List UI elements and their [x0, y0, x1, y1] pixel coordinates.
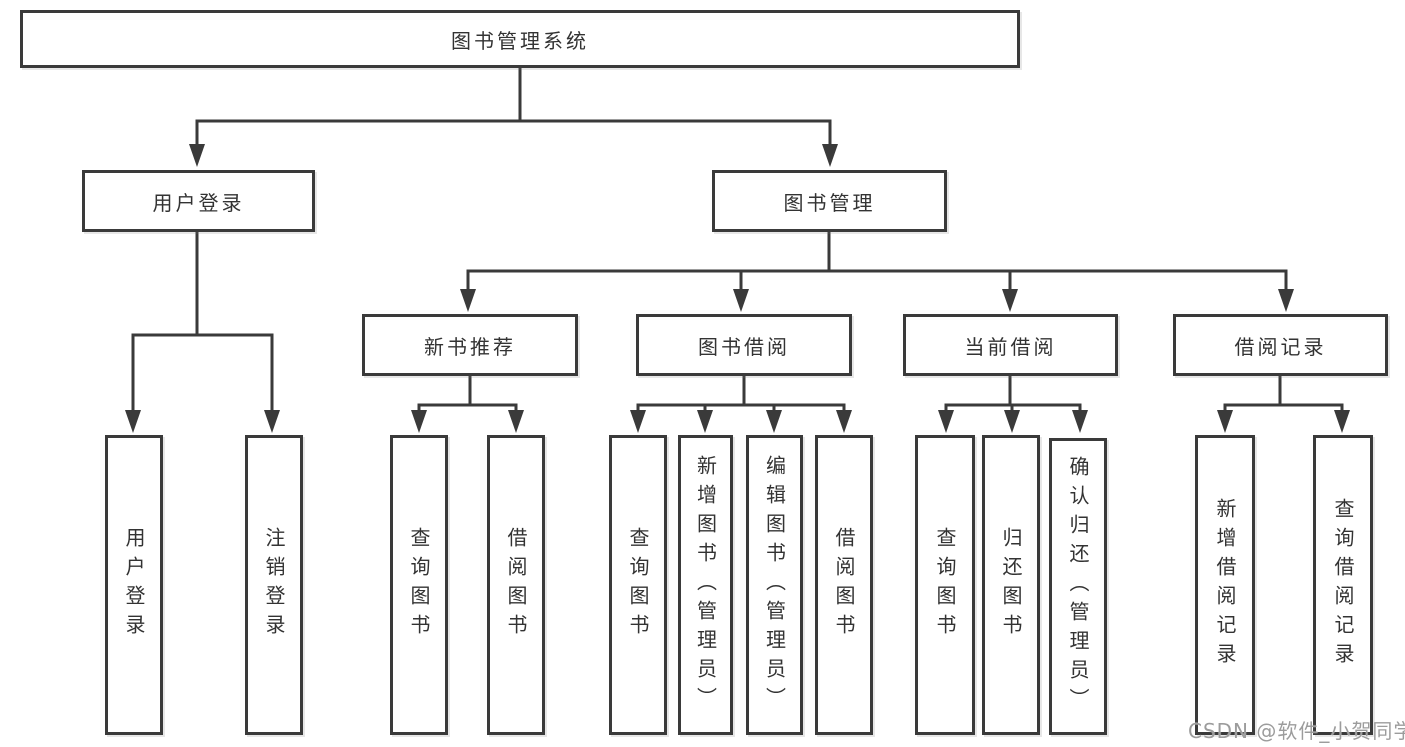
node-book-management: 图书管理 — [712, 170, 947, 232]
leaf-return-books: 归还图书 — [982, 435, 1040, 735]
node-label: 用户登录 — [152, 190, 245, 215]
leaf-query-books-borrow: 查询图书 — [609, 435, 667, 735]
leaf-add-borrow-record: 新增借阅记录 — [1195, 435, 1255, 735]
arrow-down — [1278, 289, 1294, 312]
node-label: 当前借阅 — [964, 334, 1057, 359]
arrow-down — [630, 410, 646, 433]
leaf-confirm-return-admin: 确认归还（管理员） — [1049, 438, 1107, 735]
node-label: 图书管理系统 — [451, 28, 589, 53]
leaf-add-books-admin: 新增图书（管理员） — [678, 435, 733, 735]
node-book-borrowing: 图书借阅 — [636, 314, 852, 376]
arrow-down — [264, 410, 280, 433]
arrow-down — [836, 410, 852, 433]
arrow-down — [822, 144, 838, 167]
node-label: 图书借阅 — [698, 334, 790, 359]
node-label: 编辑图书（管理员） — [762, 454, 787, 716]
connector-records-to-leaves — [1223, 376, 1344, 418]
leaf-edit-books-admin: 编辑图书（管理员） — [746, 435, 803, 735]
node-new-book-recommendation: 新书推荐 — [362, 314, 578, 376]
connector-newbooks-to-leaves — [417, 376, 518, 418]
node-label: 用户登录 — [122, 527, 146, 643]
arrow-down — [1002, 289, 1018, 312]
arrow-down — [189, 144, 205, 167]
arrow-down — [938, 410, 954, 433]
node-label: 归还图书 — [999, 527, 1023, 643]
node-borrowing-records: 借阅记录 — [1173, 314, 1388, 376]
connector-root-to-level2 — [195, 67, 832, 149]
node-label: 新增借阅记录 — [1213, 498, 1237, 672]
node-label: 查询图书 — [626, 527, 650, 643]
leaf-logout: 注销登录 — [245, 435, 303, 735]
arrow-down — [1072, 410, 1088, 433]
leaf-borrow-books-recommend: 借阅图书 — [487, 435, 545, 735]
node-label: 注销登录 — [262, 527, 286, 643]
leaf-query-books-recommend: 查询图书 — [390, 435, 448, 735]
node-label: 借阅记录 — [1234, 334, 1327, 359]
arrow-down — [460, 289, 476, 312]
node-label: 查询图书 — [407, 527, 431, 643]
arrow-down — [508, 410, 524, 433]
node-user-login: 用户登录 — [82, 170, 315, 232]
node-label: 新增图书（管理员） — [693, 454, 718, 716]
arrow-down — [1217, 410, 1233, 433]
leaf-query-books-current: 查询图书 — [915, 435, 975, 735]
leaf-query-borrow-record: 查询借阅记录 — [1313, 435, 1373, 735]
node-label: 查询借阅记录 — [1331, 498, 1355, 672]
node-label: 确认归还（管理员） — [1066, 456, 1090, 717]
node-current-borrowing: 当前借阅 — [903, 314, 1118, 376]
arrow-down — [733, 289, 749, 312]
csdn-watermark: CSDN @软件_小贺同学 — [1188, 719, 1405, 743]
connector-userlogin-to-leaves — [131, 232, 274, 418]
connector-borrow-to-leaves — [636, 376, 846, 418]
connector-bookmgmt-to-level3 — [466, 232, 1288, 294]
node-label: 查询图书 — [933, 527, 957, 643]
arrow-down — [766, 410, 782, 433]
node-label: 借阅图书 — [832, 527, 856, 643]
node-library-management-system: 图书管理系统 — [20, 10, 1020, 68]
arrow-down — [697, 410, 713, 433]
node-label: 借阅图书 — [504, 527, 528, 643]
arrow-down — [125, 410, 141, 433]
node-label: 图书管理 — [783, 190, 876, 215]
arrow-down — [411, 410, 427, 433]
node-label: 新书推荐 — [424, 334, 516, 359]
leaf-borrow-books: 借阅图书 — [815, 435, 873, 735]
arrow-down — [1004, 410, 1020, 433]
arrow-down — [1334, 410, 1350, 433]
leaf-user-login: 用户登录 — [105, 435, 163, 735]
